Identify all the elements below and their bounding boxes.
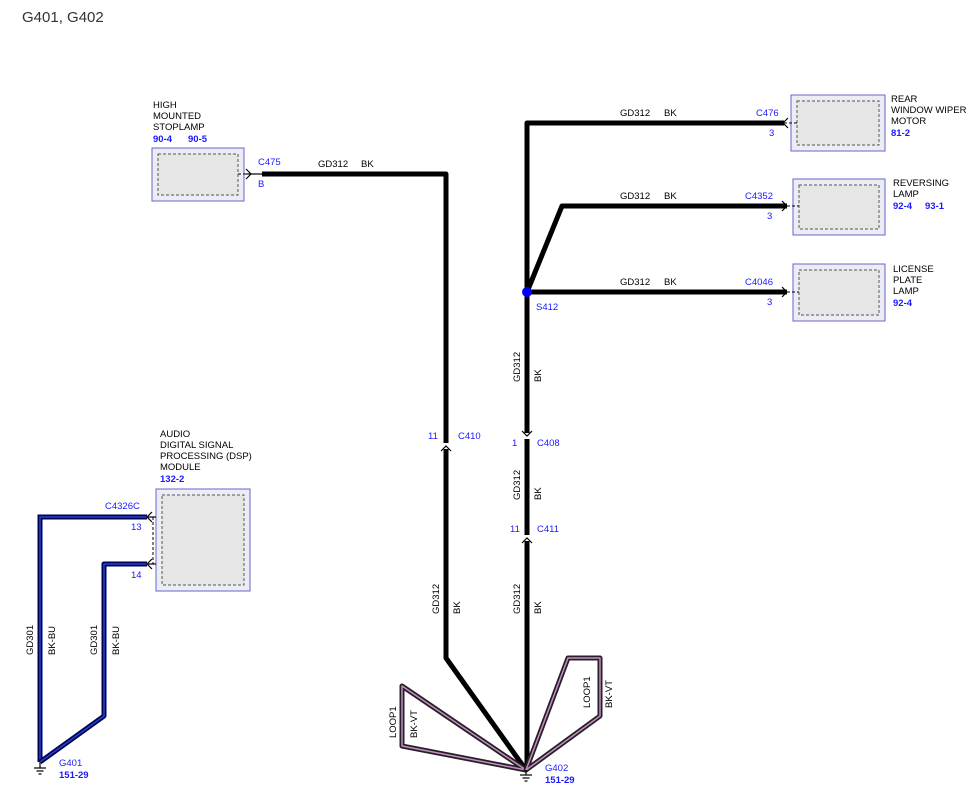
component-dsp-module: AUDIO DIGITAL SIGNAL PROCESSING (DSP) MO… [146, 429, 252, 592]
svg-text:93-1: 93-1 [925, 201, 945, 212]
connector-c4352: C4352 [745, 191, 773, 202]
ground-symbol-g401 [34, 762, 46, 775]
wire-label-color: BK [361, 159, 374, 170]
svg-text:BK-VT: BK-VT [604, 680, 615, 708]
wire-loop1-right [523, 655, 603, 773]
svg-text:STOPLAMP: STOPLAMP [153, 122, 205, 133]
pin-13: 13 [131, 522, 142, 533]
ground-g401-ref: 151-29 [59, 770, 89, 781]
svg-text:LAMP: LAMP [893, 286, 919, 297]
splice-dot [522, 287, 532, 297]
wire-loop1-right-core [525, 657, 601, 771]
wire-label-circuit: GD312 [318, 159, 348, 170]
pin-14: 14 [131, 570, 142, 581]
wire-gd301-pin14 [38, 561, 147, 765]
wire-loop1-left-core [401, 685, 527, 771]
page-title: G401, G402 [22, 9, 104, 26]
pin-c410: 11 [428, 431, 438, 442]
svg-text:BK: BK [533, 369, 544, 382]
wire-stoplamp-to-g402 [262, 171, 529, 772]
svg-text:92-4: 92-4 [893, 201, 913, 212]
svg-text:BK-BU: BK-BU [47, 626, 58, 655]
svg-text:AUDIO: AUDIO [160, 429, 190, 440]
pin-c408: 1 [512, 438, 517, 449]
svg-text:GD312: GD312 [512, 352, 523, 382]
svg-text:DIGITAL SIGNAL: DIGITAL SIGNAL [160, 440, 233, 451]
wire-gd301-pin13-core [39, 516, 147, 762]
svg-text:LOOP1: LOOP1 [388, 706, 399, 738]
connector-c4326c: C4326C [105, 501, 140, 512]
ground-symbol-g402 [520, 770, 532, 782]
svg-text:GD312: GD312 [512, 584, 523, 614]
ground-g402: G402 [545, 763, 568, 774]
inline-connector-c410 [440, 443, 452, 452]
svg-text:90-4: 90-4 [153, 134, 173, 145]
svg-text:81-2: 81-2 [891, 128, 910, 139]
svg-text:REAR: REAR [891, 94, 918, 105]
pin-c4352: 3 [767, 211, 772, 222]
component-reversing-lamp: REVERSING LAMP 92-4 93-1 [781, 178, 949, 236]
ground-g402-ref: 151-29 [545, 775, 575, 786]
pin-c411: 11 [510, 524, 520, 535]
connector-c475: C475 [258, 157, 281, 168]
ground-g401: G401 [59, 758, 82, 769]
svg-text:MOTOR: MOTOR [891, 116, 926, 127]
connector-c4046: C4046 [745, 277, 773, 288]
component-wiper-motor: REAR WINDOW WIPER MOTOR 81-2 [782, 94, 967, 152]
svg-text:GD301: GD301 [89, 625, 100, 655]
svg-text:HIGH: HIGH [153, 100, 177, 111]
component-stoplamp: HIGH MOUNTED STOPLAMP 90-4 90-5 [151, 100, 262, 202]
svg-text:BK: BK [533, 601, 544, 614]
svg-text:LOOP1: LOOP1 [582, 676, 593, 708]
component-license-lamp: LICENSE PLATE LAMP 92-4 [781, 263, 934, 322]
svg-text:BK-VT: BK-VT [409, 710, 420, 738]
svg-text:BK: BK [664, 277, 677, 288]
svg-text:92-4: 92-4 [893, 298, 913, 309]
svg-text:BK: BK [533, 487, 544, 500]
svg-text:GD312: GD312 [512, 470, 523, 500]
svg-text:GD312: GD312 [620, 108, 650, 119]
wire-reversing-to-splice [524, 203, 787, 293]
splice-s412: S412 [536, 302, 558, 313]
svg-text:MODULE: MODULE [160, 462, 201, 473]
svg-text:REVERSING: REVERSING [893, 178, 949, 189]
pin-c4046: 3 [767, 297, 772, 308]
svg-text:GD312: GD312 [431, 584, 442, 614]
svg-text:LAMP: LAMP [893, 189, 919, 200]
svg-text:BK-BU: BK-BU [111, 626, 122, 655]
svg-text:BK: BK [664, 108, 677, 119]
svg-text:132-2: 132-2 [160, 474, 184, 485]
svg-text:WINDOW WIPER: WINDOW WIPER [891, 105, 967, 116]
svg-text:GD301: GD301 [25, 625, 36, 655]
wire-gd301-pin14-core [39, 563, 147, 763]
svg-text:BK: BK [664, 191, 677, 202]
wire-wiper-to-splice [524, 120, 784, 292]
connector-c408: C408 [537, 438, 560, 449]
svg-text:GD312: GD312 [620, 191, 650, 202]
svg-text:MOUNTED: MOUNTED [153, 111, 201, 122]
pin-c476: 3 [769, 128, 774, 139]
inline-connector-c411 [521, 535, 533, 544]
svg-text:BK: BK [452, 601, 463, 614]
connector-c476: C476 [756, 108, 779, 119]
inline-connector-c408 [521, 430, 533, 439]
connector-c410: C410 [458, 431, 481, 442]
svg-text:LICENSE: LICENSE [893, 264, 934, 275]
svg-text:PROCESSING (DSP): PROCESSING (DSP) [160, 451, 252, 462]
svg-text:90-5: 90-5 [188, 134, 208, 145]
svg-text:GD312: GD312 [620, 277, 650, 288]
svg-text:PLATE: PLATE [893, 275, 922, 286]
connector-c411: C411 [537, 524, 559, 535]
pin-c475: B [258, 179, 264, 190]
